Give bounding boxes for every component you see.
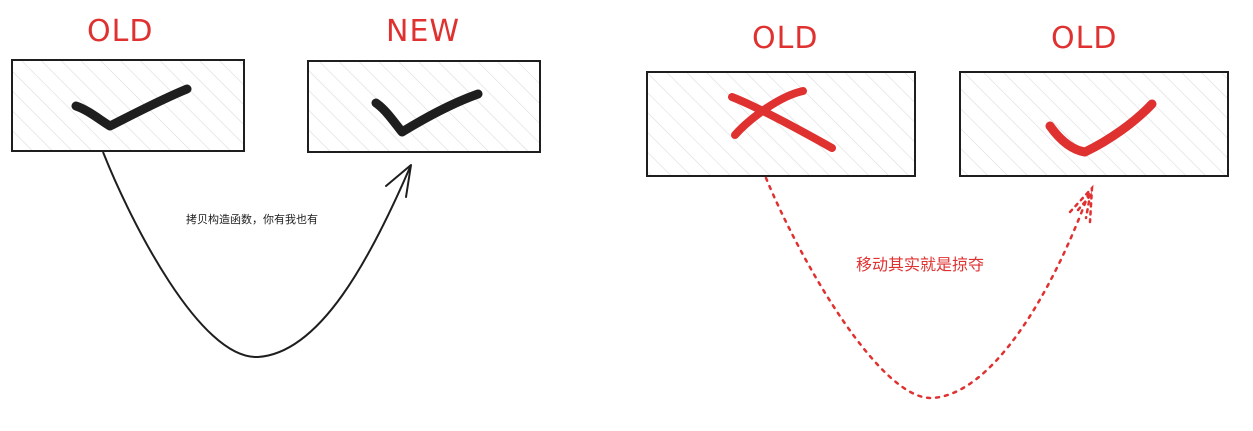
right-old-box-1 <box>646 71 916 177</box>
left-old-box <box>11 59 245 152</box>
move-arrow <box>764 176 1092 400</box>
right-scene: OLD OLD 移动其实就是掠夺 <box>646 21 1229 400</box>
check-icon <box>71 84 192 131</box>
left-new-title: NEW <box>386 14 460 49</box>
right-old-title-1: OLD <box>752 21 818 56</box>
left-caption: 拷贝构造函数，你有我也有 <box>186 212 318 226</box>
right-old-box-2 <box>959 71 1229 177</box>
check-icon <box>371 89 483 137</box>
arrowhead-icon-stroke <box>1076 191 1093 220</box>
right-old-title-2: OLD <box>1051 21 1117 56</box>
left-new-box <box>307 60 541 153</box>
left-scene: OLD NEW 拷贝构造函数，你有我也有 <box>11 14 541 359</box>
left-old-title: OLD <box>87 14 153 49</box>
right-caption: 移动其实就是掠夺 <box>856 255 984 274</box>
check-icon <box>1045 99 1157 157</box>
arrowhead-icon <box>385 164 412 198</box>
copy-arrow <box>102 151 412 359</box>
cross-icon <box>728 87 836 152</box>
arrowhead-icon <box>1068 184 1094 224</box>
